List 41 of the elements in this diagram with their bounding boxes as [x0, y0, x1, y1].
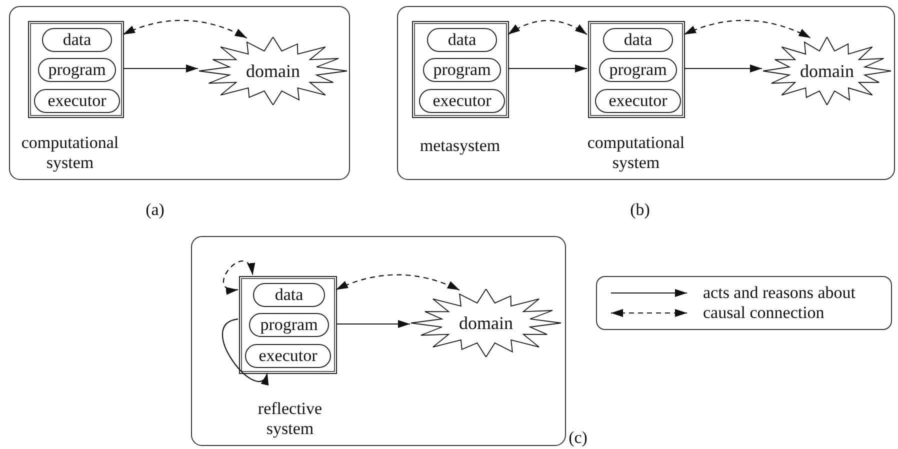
node-label: (b)	[629, 200, 651, 220]
legend-label: causal connection	[703, 303, 824, 323]
node-label: computational system	[20, 133, 120, 173]
node-label: reflective system	[256, 399, 324, 439]
component-pill: program	[423, 58, 501, 82]
arrow	[222, 318, 268, 386]
panel-frame	[397, 6, 895, 180]
dashed-arrow	[684, 20, 811, 39]
component-pill: executor	[34, 89, 120, 113]
system-box	[588, 21, 685, 118]
node-label: (c)	[568, 428, 588, 448]
starburst-node	[411, 289, 561, 357]
system-box	[412, 21, 509, 118]
component-pill: data	[253, 283, 325, 307]
component-pill: executor	[245, 344, 331, 368]
node-label: (a)	[144, 200, 166, 220]
component-pill: data	[603, 28, 673, 52]
component-pill: executor	[419, 89, 505, 113]
component-pill: program	[38, 58, 116, 82]
node-label: computational system	[586, 133, 686, 173]
dashed-arrow	[122, 20, 248, 39]
arrow	[123, 64, 198, 72]
legend-label: acts and reasons about	[703, 283, 856, 303]
system-box	[239, 276, 337, 374]
dashed-arrow	[336, 274, 460, 291]
arrow	[336, 320, 410, 328]
panel-frame	[191, 236, 566, 446]
system-box	[28, 21, 124, 118]
component-pill: data	[42, 28, 112, 52]
panel-frame	[9, 6, 350, 180]
arrow	[508, 64, 587, 72]
component-pill: program	[249, 313, 329, 337]
component-pill: data	[427, 28, 497, 52]
component-pill: executor	[595, 89, 681, 113]
starburst-node	[199, 37, 347, 105]
dashed-arrow	[508, 20, 588, 36]
arrow	[684, 64, 762, 72]
component-pill: program	[599, 58, 677, 82]
node-label: metasystem	[418, 136, 502, 156]
dashed-arrow	[223, 260, 254, 294]
starburst-node	[763, 37, 891, 105]
